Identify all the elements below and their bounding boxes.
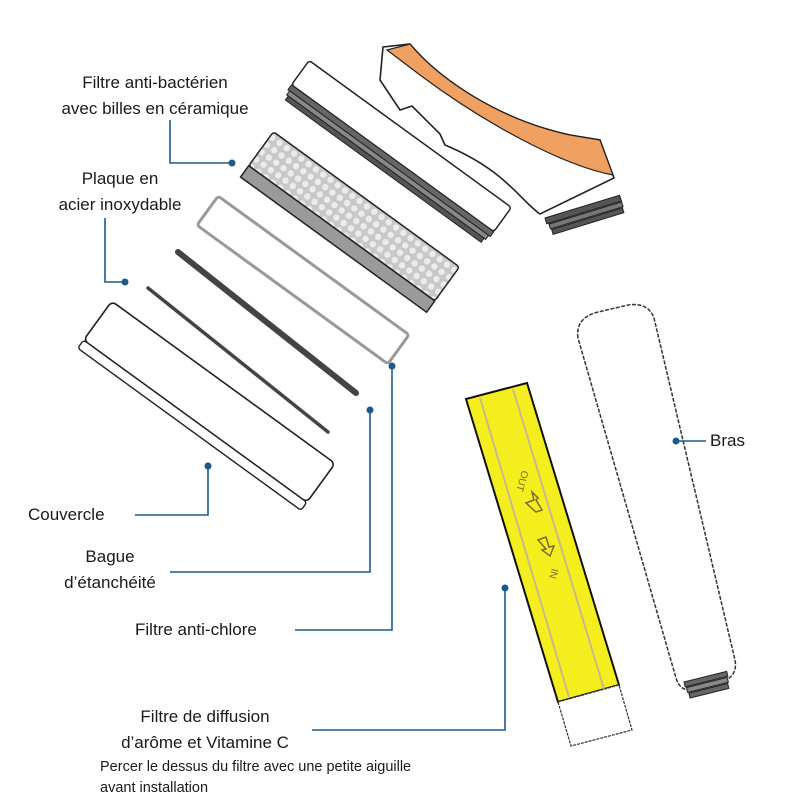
arrow-out-icon	[524, 489, 544, 513]
arrow-in-icon	[536, 536, 556, 558]
vitamin-c-cartridge-part: OUT IN	[464, 381, 633, 747]
label-line: avec billes en céramique	[61, 99, 249, 118]
ceramic-antibacterial-filter-part	[239, 132, 460, 314]
note-line: Percer le dessus du filtre avec une peti…	[100, 759, 412, 775]
seal-ring-part	[175, 249, 359, 396]
cartridge-in-mark: IN	[546, 567, 559, 580]
stainless-plate-part	[196, 195, 410, 365]
label-line: Plaque en	[81, 169, 159, 188]
label-line: Bague	[85, 547, 135, 566]
label-line: d’arôme et Vitamine C	[121, 733, 289, 752]
cover-part	[78, 302, 334, 510]
label-line: d’étanchéité	[64, 573, 156, 592]
label-line: Filtre de diffusion	[140, 707, 270, 726]
note-line: avant installation	[100, 780, 209, 796]
label-vitamin-c-filter: Filtre de diffusion d’arôme et Vitamine …	[95, 704, 315, 756]
label-stainless-plate: Plaque en acier inoxydable	[40, 166, 200, 218]
label-line: Filtre anti-bactérien	[82, 73, 228, 92]
installation-note: Percer le dessus du filtre avec une peti…	[100, 757, 411, 799]
leader-dots	[121, 159, 680, 592]
shower-head-part	[284, 43, 625, 244]
arm-part	[576, 303, 737, 699]
label-line: acier inoxydable	[58, 195, 182, 214]
label-arm: Bras	[710, 431, 745, 450]
label-antibacterial-filter: Filtre anti-bactérien avec billes en cér…	[30, 70, 280, 122]
label-seal-ring: Bague d’étanchéité	[45, 544, 175, 596]
thin-gasket-part	[146, 286, 330, 434]
leader-lines	[104, 120, 706, 731]
label-cover: Couvercle	[28, 505, 105, 524]
label-anti-chlorine-filter: Filtre anti-chlore	[135, 620, 257, 639]
